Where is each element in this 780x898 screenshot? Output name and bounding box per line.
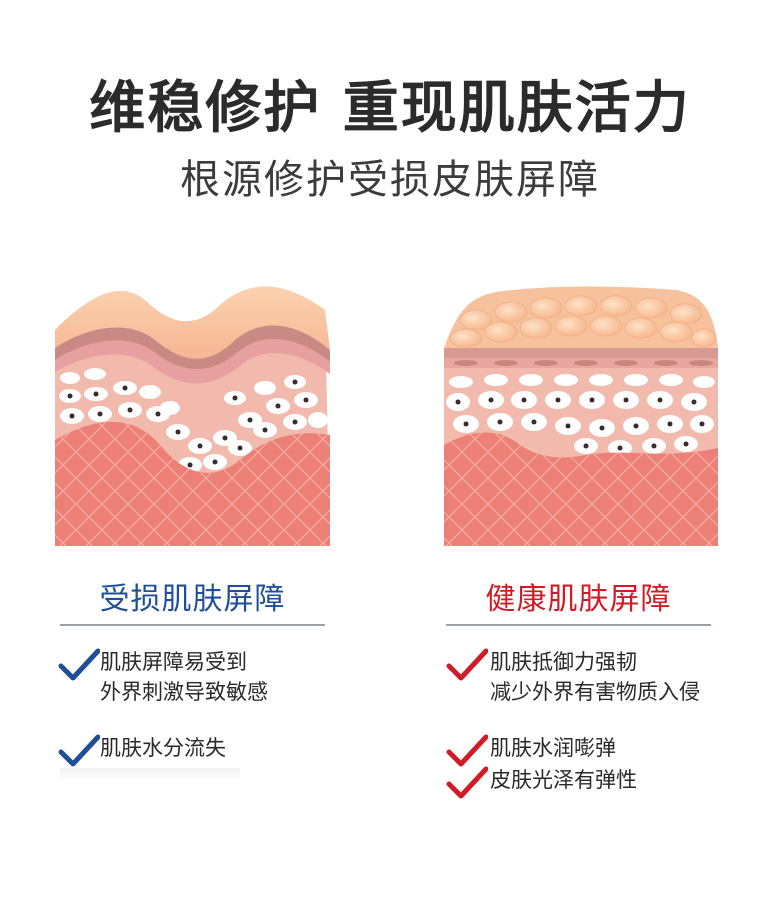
left-divider [60, 624, 325, 626]
subheadline: 根源修护受损皮肤屏障 [180, 157, 600, 203]
right-item-3: 皮肤光泽有弹性 [490, 768, 637, 792]
check-icon [58, 648, 100, 681]
left-item-1-line1: 肌肤屏障易受到 [100, 650, 247, 674]
check-icon [446, 766, 488, 799]
damaged-barrier-title: 受损肌肤屏障 [99, 582, 286, 617]
right-divider [446, 624, 711, 626]
left-item-1-line2: 外界刺激导致敏感 [100, 680, 268, 704]
headline: 维稳修护 重现肌肤活力 [89, 76, 691, 141]
check-icon [446, 734, 488, 767]
check-icon [446, 648, 488, 681]
right-item-1-line1: 肌肤抵御力强韧 [490, 650, 637, 674]
left-item-2: 肌肤水分流失 [100, 736, 226, 760]
right-item-1-line2: 减少外界有害物质入侵 [490, 680, 700, 704]
left-item-2-fade [60, 768, 240, 782]
damaged-skin-illustration [55, 286, 330, 546]
check-icon [58, 734, 100, 767]
healthy-skin-illustration [444, 286, 718, 546]
right-item-2: 肌肤水润嘭弹 [490, 736, 616, 760]
healthy-barrier-title: 健康肌肤屏障 [485, 582, 672, 617]
